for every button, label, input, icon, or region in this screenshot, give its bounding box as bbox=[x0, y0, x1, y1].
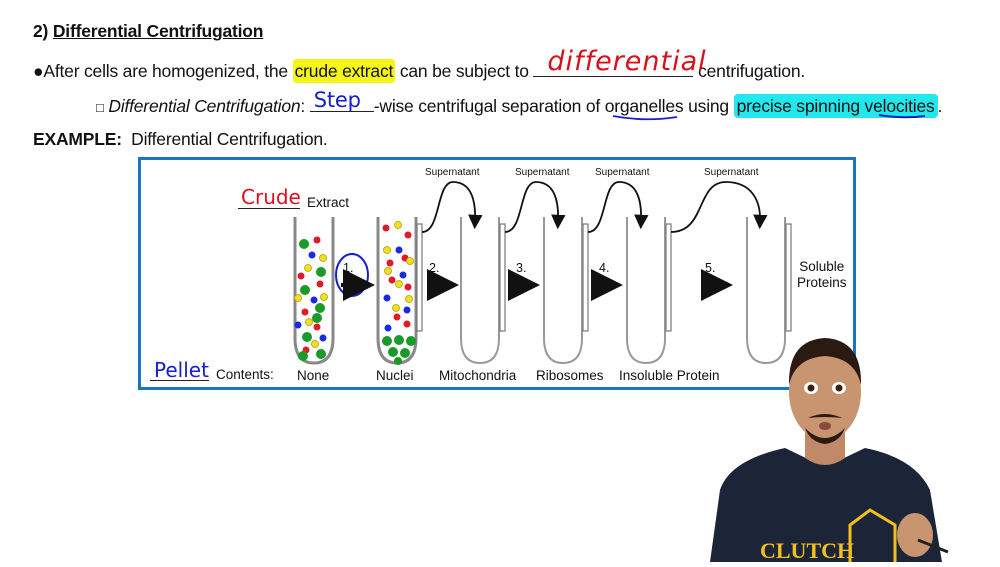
extract-label: Extract bbox=[307, 195, 350, 210]
bullet-text-middle: can be subject to bbox=[395, 61, 534, 81]
term-colon: : bbox=[300, 96, 306, 116]
handwritten-crude: Crude bbox=[241, 185, 301, 209]
bullet-text-after: centrifugation. bbox=[693, 61, 806, 81]
step-5-label: 5. bbox=[705, 261, 716, 275]
differential-blank: differential bbox=[533, 46, 706, 77]
pellet-blank bbox=[150, 380, 209, 381]
sub-period: . bbox=[937, 96, 943, 116]
supernatant-label-3: Supernatant bbox=[595, 167, 650, 178]
pellet-ribosomes: Ribosomes bbox=[536, 368, 604, 383]
section-number: 2) bbox=[33, 21, 49, 41]
sub-text-after-blank: -wise centrifugal separation of bbox=[373, 96, 605, 116]
centrifugation-diagram: Crude Extract bbox=[138, 157, 856, 390]
presenter-video: CLUTCH bbox=[690, 330, 960, 563]
step-4-label: 4. bbox=[599, 261, 610, 275]
pellet-nuclei: Nuclei bbox=[376, 368, 414, 383]
pellet-none: None bbox=[297, 368, 330, 383]
bullet-text-before: After cells are homogenized, the bbox=[43, 61, 293, 81]
step-blank: Step bbox=[309, 88, 374, 112]
example-line: EXAMPLE: Differential Centrifugation. bbox=[33, 129, 328, 150]
organelles-underline bbox=[612, 115, 677, 121]
bullet-line: ●After cells are homogenized, the crude … bbox=[33, 46, 806, 83]
tube-ribosomes bbox=[543, 217, 589, 365]
tube-soluble-proteins bbox=[746, 217, 792, 365]
term-differential-centrifugation: Differential Centrifugation bbox=[108, 96, 301, 116]
checkbox-marker: □ bbox=[96, 100, 104, 115]
tube-mitochondria bbox=[460, 217, 506, 365]
tubes-and-arrows-graphic bbox=[293, 181, 792, 365]
handwritten-differential: differential bbox=[547, 46, 707, 77]
section-title: Differential Centrifugation bbox=[52, 21, 264, 41]
pellet-insoluble-protein: Insoluble Protein bbox=[619, 368, 720, 383]
crude-blank bbox=[238, 208, 300, 209]
tube-nuclei bbox=[376, 217, 423, 365]
velocities-underline bbox=[878, 114, 925, 119]
supernatant-label-2: Supernatant bbox=[515, 167, 570, 178]
supernatant-label-1: Supernatant bbox=[425, 167, 480, 178]
example-text: Differential Centrifugation. bbox=[131, 129, 328, 149]
presenter-graphic: CLUTCH bbox=[710, 338, 949, 563]
highlight-precise-spinning-velocities: precise spinning velocities bbox=[733, 94, 938, 119]
highlight-crude-extract: crude extract bbox=[292, 59, 396, 83]
supernatant-label-4: Supernatant bbox=[704, 167, 759, 178]
sub-text-using: using bbox=[683, 96, 734, 116]
tube-crude-extract bbox=[293, 217, 335, 365]
shirt-logo-text: CLUTCH bbox=[760, 538, 854, 562]
sub-bullet-line: □ Differential Centrifugation: Step -wis… bbox=[96, 88, 943, 121]
bullet-marker: ● bbox=[33, 61, 44, 81]
step-1-label: 1. bbox=[343, 261, 354, 275]
organelles-word: organelles bbox=[605, 96, 684, 121]
handwritten-step: Step bbox=[313, 88, 361, 112]
handwritten-pellet: Pellet bbox=[154, 358, 209, 382]
example-label: EXAMPLE: bbox=[33, 129, 122, 149]
tube-insoluble-protein bbox=[626, 217, 672, 365]
contents-label: Contents: bbox=[216, 367, 274, 382]
step-2-label: 2. bbox=[429, 261, 440, 275]
step-3-label: 3. bbox=[516, 261, 527, 275]
section-heading: 2) Differential Centrifugation bbox=[33, 21, 263, 42]
pellet-mitochondria: Mitochondria bbox=[439, 368, 517, 383]
